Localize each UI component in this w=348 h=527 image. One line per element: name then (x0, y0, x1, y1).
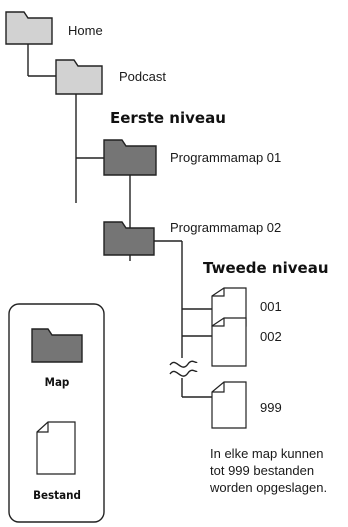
legend-box: Map Bestand (8, 303, 105, 523)
file-002-icon (211, 317, 247, 367)
podcast-label: Podcast (119, 69, 166, 84)
storage-note: In elke map kunnen tot 999 bestanden wor… (209, 446, 327, 495)
file-999-label: 999 (260, 400, 282, 415)
level2-heading: Tweede niveau (203, 259, 329, 277)
note-line-2: tot 999 bestanden (210, 463, 314, 478)
note-line-1: In elke map kunnen (210, 446, 323, 461)
legend-folder-icon (31, 328, 83, 363)
program-folder-02-icon (103, 221, 155, 256)
file-001-label: 001 (260, 299, 282, 314)
file-002-label: 002 (260, 329, 282, 344)
level1-heading: Eerste niveau (110, 109, 226, 127)
program-folder-01-label: Programmamap 01 (170, 150, 281, 165)
file-999-icon (211, 381, 247, 429)
home-folder-icon (5, 11, 53, 45)
tree-connectors (27, 44, 212, 398)
legend-file-label: Bestand (33, 488, 81, 502)
podcast-folder-icon (55, 59, 103, 95)
home-label: Home (68, 23, 103, 38)
break-mark-icon (169, 360, 198, 377)
file-001-icon (211, 287, 247, 327)
program-folder-01-icon (103, 139, 157, 176)
legend-folder-label: Map (45, 375, 70, 389)
note-line-3: worden opgeslagen. (209, 480, 327, 495)
legend-file-icon (36, 421, 76, 475)
program-folder-02-label: Programmamap 02 (170, 220, 281, 235)
